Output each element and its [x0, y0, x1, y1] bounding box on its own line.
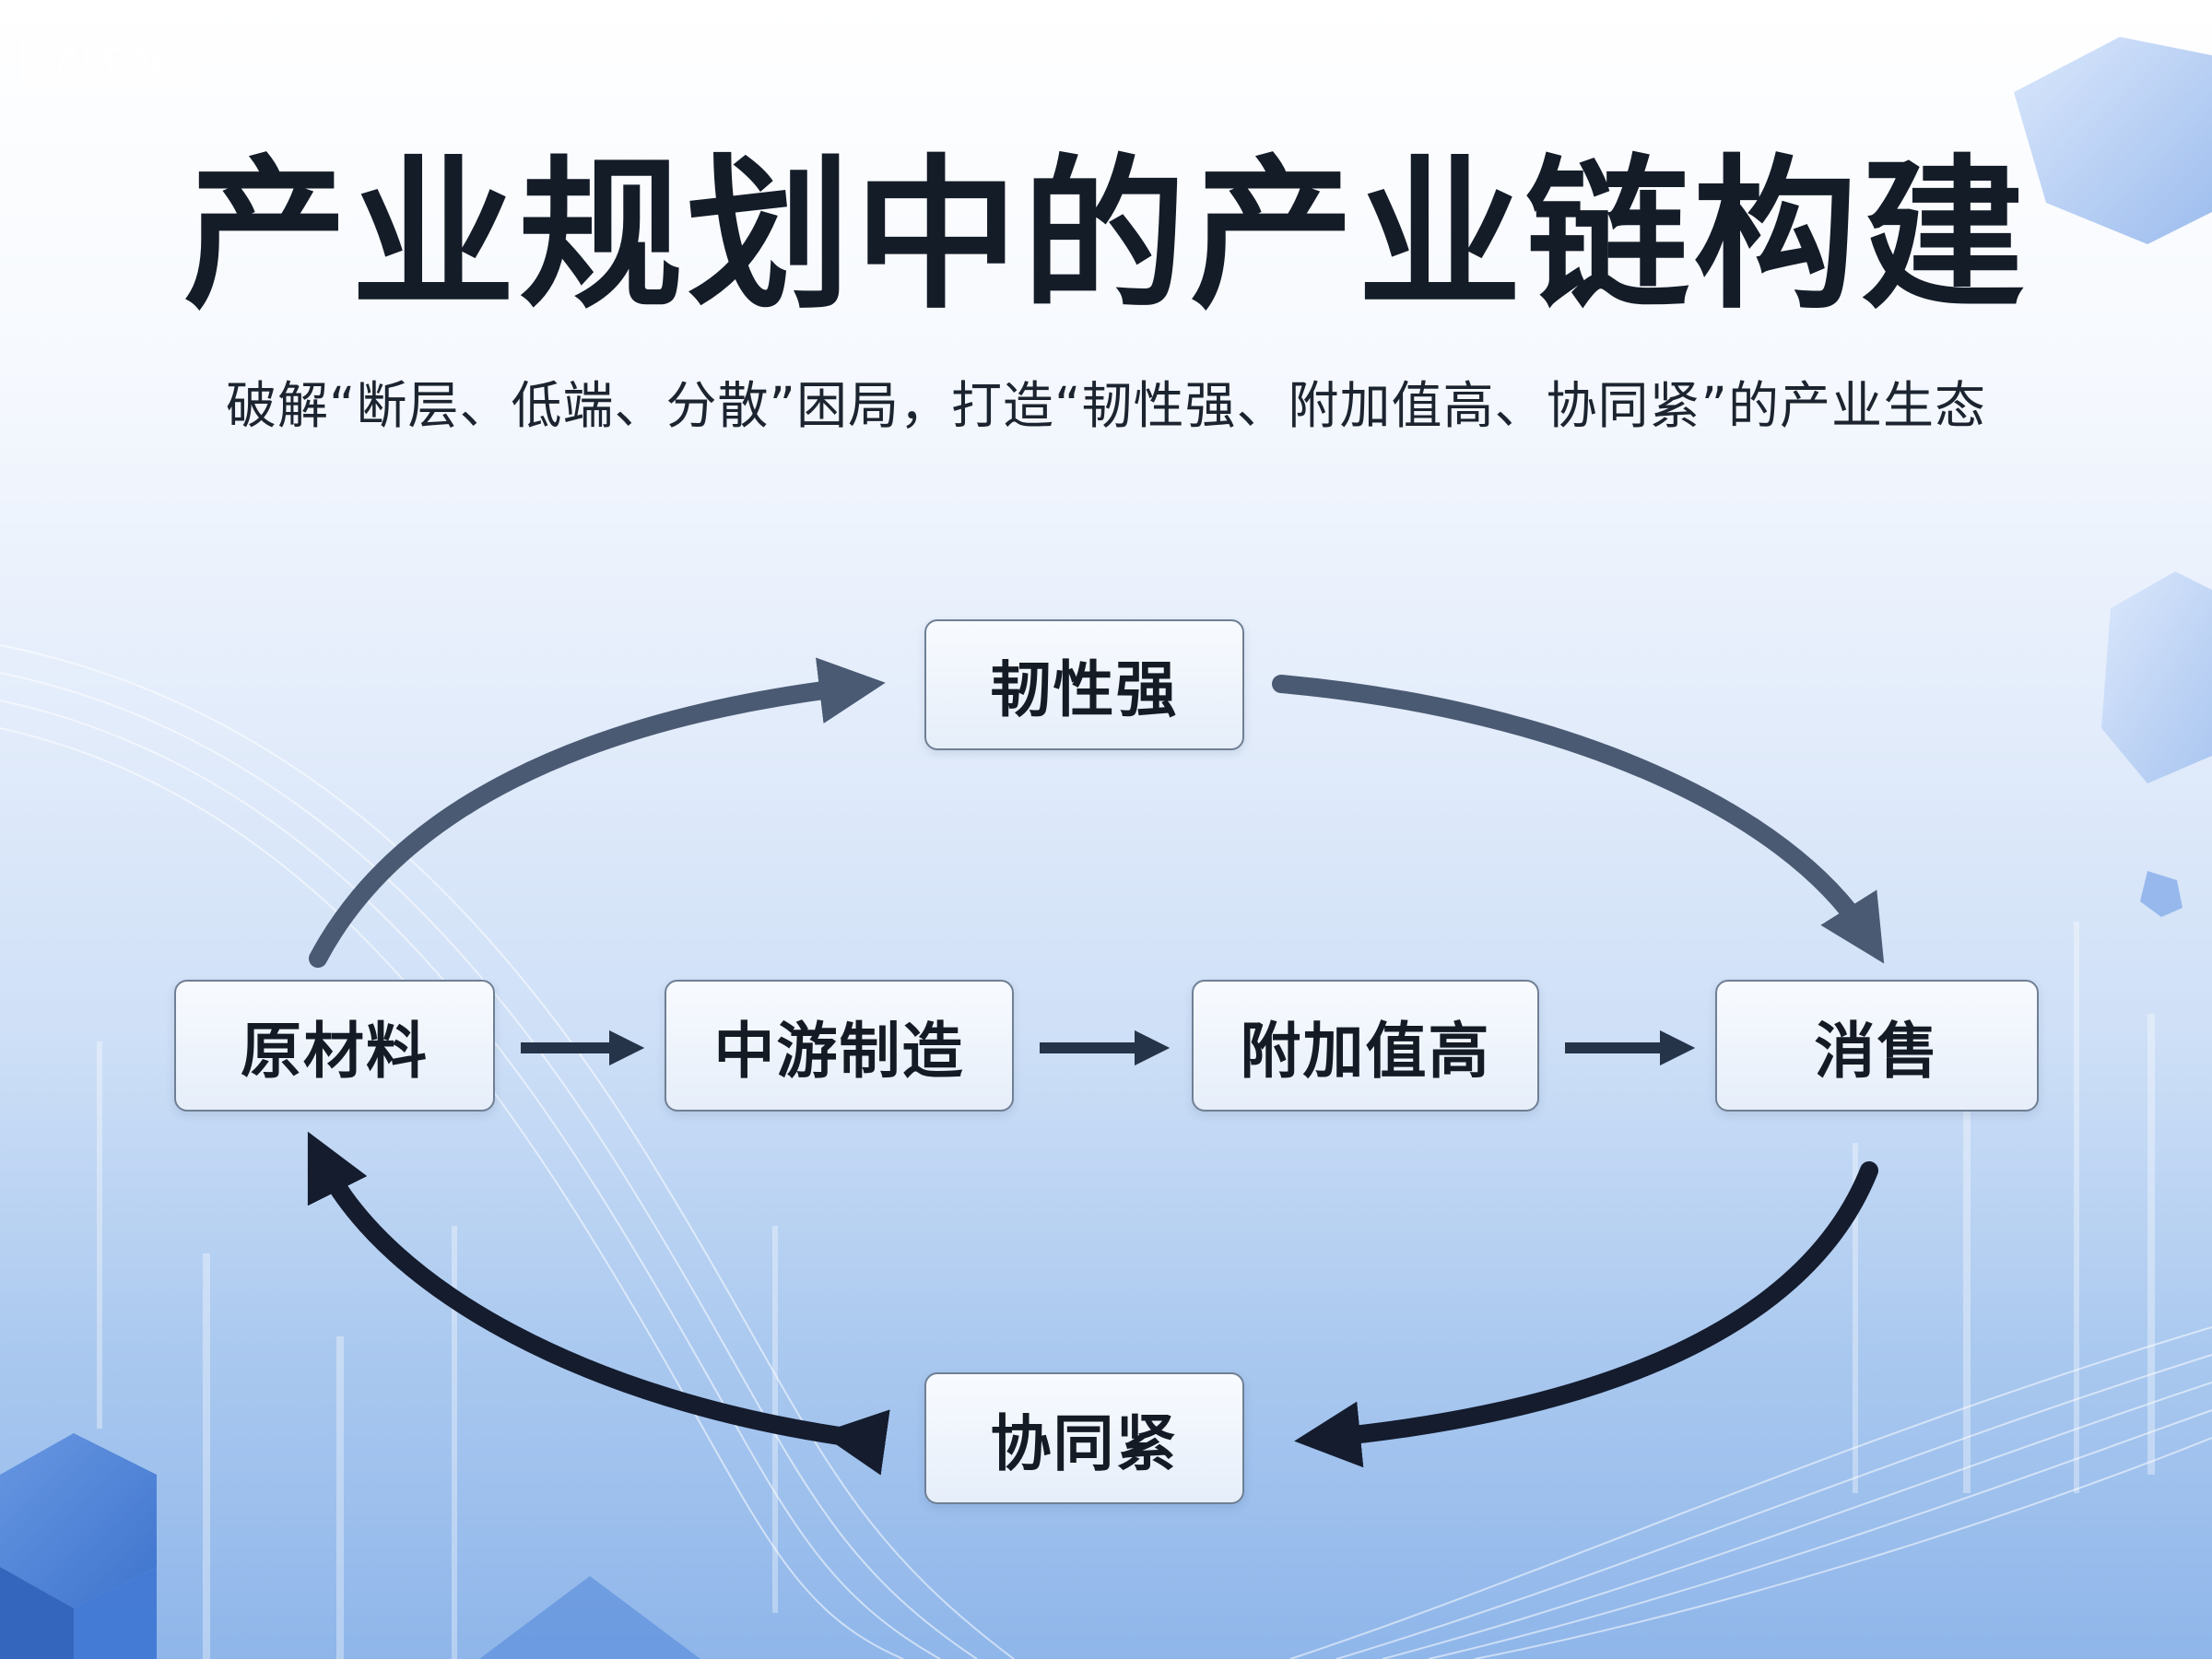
node-synergy: 协同紧: [924, 1372, 1244, 1504]
page-title: 产业规划中的产业链构建: [183, 138, 2029, 331]
arrow-sales-to-synergy: [1294, 1161, 1878, 1468]
arrow-synergy-raw-bidirectional: [307, 1131, 890, 1476]
ai-generated-watermark: AI生成: [22, 28, 201, 92]
node-sales: 消售: [1715, 980, 2039, 1112]
arrow-raw-to-resilience: [309, 657, 886, 968]
node-raw-material: 原材料: [174, 980, 495, 1112]
page-subtitle: 破解“断层、低端、分散”困局，打造“韧性强、附加值高、协同紧”的产业生态: [226, 376, 1986, 435]
node-midstream-manufacturing: 中游制造: [665, 980, 1014, 1112]
node-high-value-added: 附加值高: [1192, 980, 1539, 1112]
arrow-resilience-to-sales: [1272, 675, 1885, 964]
node-resilience: 韧性强: [924, 619, 1244, 750]
